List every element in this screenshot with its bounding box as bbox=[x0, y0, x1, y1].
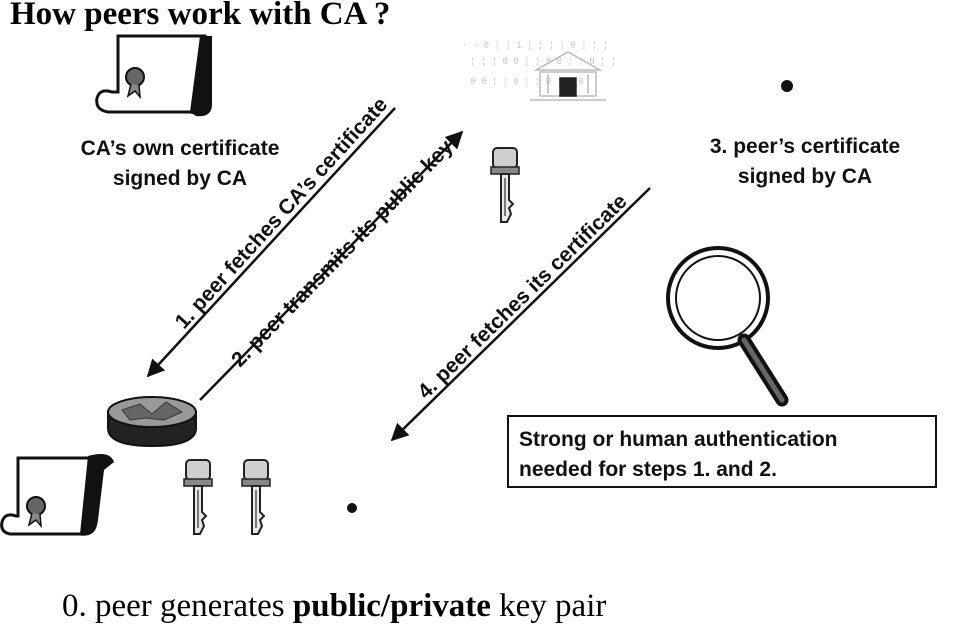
slide-title: How peers work with CA ? bbox=[10, 0, 391, 32]
magnifying-glass-icon bbox=[666, 246, 789, 407]
caption-prefix: 0. peer generates bbox=[62, 588, 293, 624]
public-key-icon bbox=[241, 459, 271, 535]
arrow-step2 bbox=[199, 130, 464, 401]
peer-public-key-icon bbox=[490, 147, 520, 223]
caption-suffix: key pair bbox=[490, 588, 607, 624]
authentication-note-line1: Strong or human authentication bbox=[519, 428, 838, 451]
bullet-dot bbox=[347, 503, 357, 513]
ca-certificate-label: CA’s own certificate signed by CA bbox=[40, 134, 320, 194]
bullet-dot bbox=[781, 80, 793, 92]
peer-certificate-label-line2: signed by CA bbox=[737, 165, 873, 188]
ca-building-icon: · · 0 ¦ | 1 | ¦ ¦ ¦ 0 ¦ ¦ ¦ ¦ ¦ ¦ 0 0 | … bbox=[462, 41, 616, 101]
ca-certificate-label-line2: signed by CA bbox=[112, 167, 248, 190]
ca-certificate-icon bbox=[95, 34, 212, 117]
step1-label: 1. peer fetches CA’s certificate bbox=[171, 93, 393, 333]
peer-certificate-label: 3. peer’s certificate signed by CA bbox=[670, 132, 940, 192]
authentication-note-line2: needed for steps 1. and 2. bbox=[519, 458, 777, 481]
private-key-icon bbox=[183, 459, 213, 535]
arrow-step4 bbox=[390, 187, 651, 442]
step4-label: 4. peer fetches its certificate bbox=[413, 190, 631, 404]
svg-text:· · 0 ¦ | 1 | ¦ ¦ ¦ 0 ¦ ¦ ¦: · · 0 ¦ | 1 | ¦ ¦ ¦ 0 ¦ ¦ ¦ bbox=[462, 41, 608, 51]
peer-certificate-icon bbox=[0, 454, 114, 536]
authentication-note-box: Strong or human authentication needed fo… bbox=[507, 415, 937, 488]
peer-node-icon bbox=[107, 396, 197, 448]
ca-certificate-label-line1: CA’s own certificate bbox=[80, 137, 280, 160]
caption-bold: public/private bbox=[292, 588, 491, 624]
peer-certificate-label-line1: 3. peer’s certificate bbox=[709, 135, 901, 158]
svg-text:¦ ¦ ¦ 0 0 | ¦ 0 0 ¦ ¦ 0 ¦ ¦: ¦ ¦ ¦ 0 0 | ¦ 0 0 ¦ ¦ 0 ¦ ¦ bbox=[470, 57, 616, 67]
step0-caption: 0. peer generates public/private key pai… bbox=[62, 588, 606, 625]
arrow-step1 bbox=[146, 107, 396, 378]
svg-text:0 0 ¦ ¦ 0 ¦ ¦ 0 ¦ ¦ 0: 0 0 ¦ ¦ 0 ¦ ¦ 0 ¦ ¦ 0 bbox=[470, 77, 584, 87]
